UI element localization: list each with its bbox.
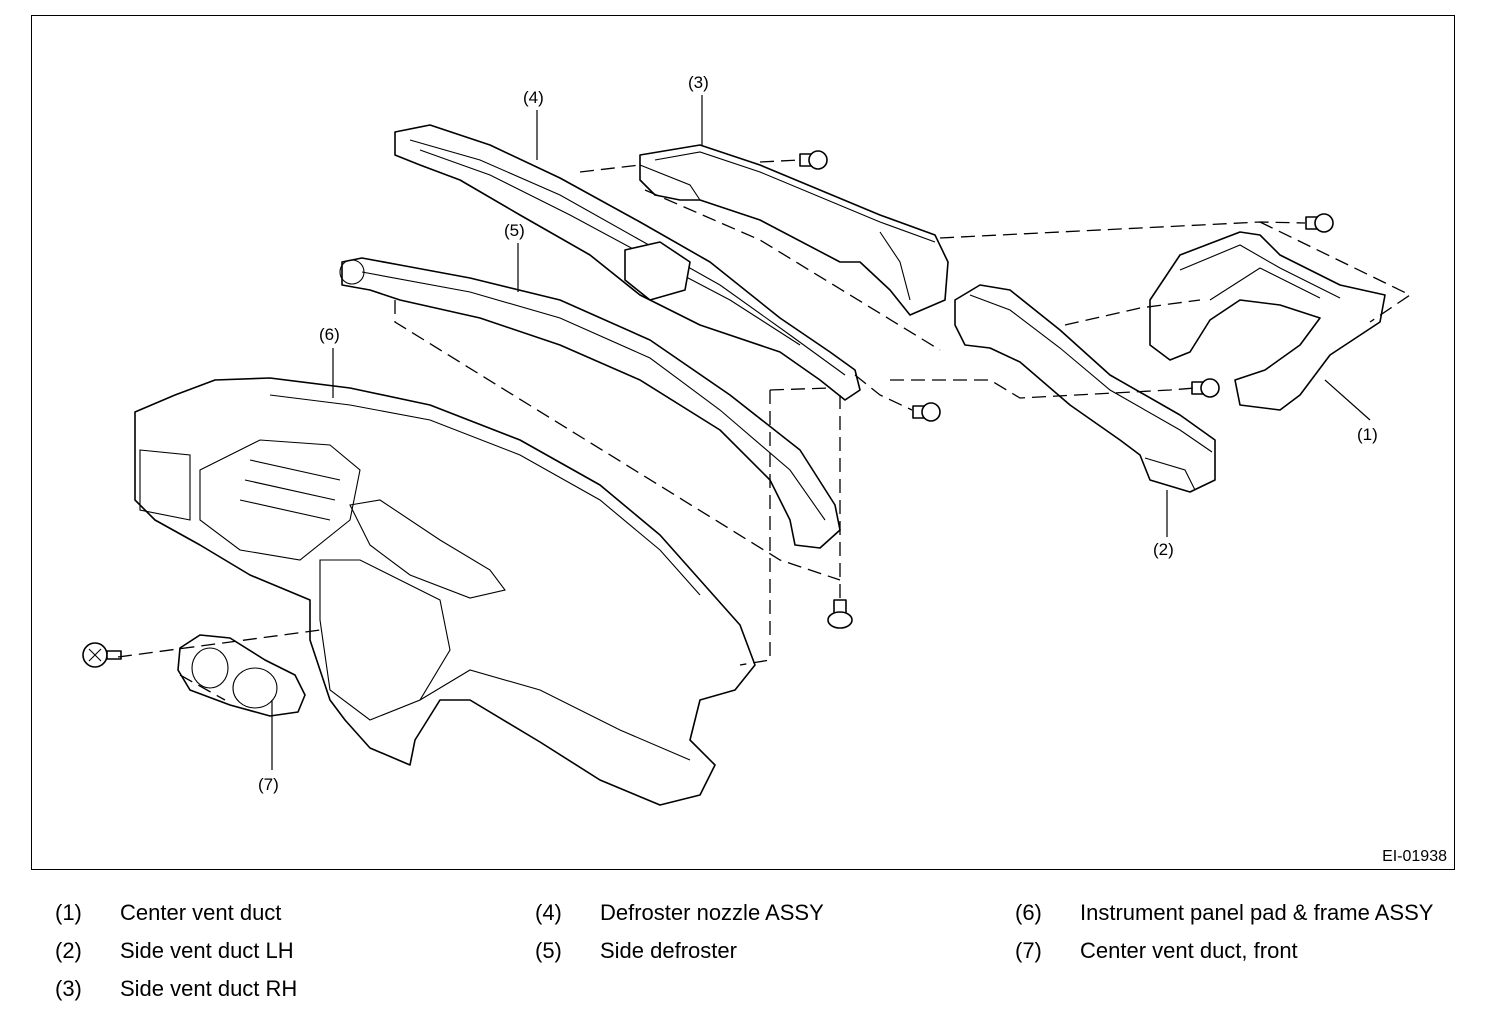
- legend-num: (6): [1015, 900, 1042, 925]
- side-vent-duct-rh: [639, 144, 949, 316]
- side-defroster: [339, 257, 841, 549]
- legend-label: Center vent duct: [120, 900, 282, 925]
- defroster-nozzle-assy: [394, 124, 861, 401]
- legend-num: (4): [535, 900, 562, 925]
- clip-screw: [827, 599, 853, 629]
- instrument-panel-pad-frame: [134, 377, 756, 806]
- legend-label: Defroster nozzle ASSY: [600, 900, 824, 925]
- callout-2: (2): [1153, 540, 1174, 559]
- clip-screw: [1191, 378, 1220, 398]
- assembly-lines: [117, 159, 1412, 701]
- legend-num: (5): [535, 938, 562, 963]
- callout-3: (3): [688, 73, 709, 92]
- callout-5: (5): [504, 221, 525, 240]
- legend-num: (1): [55, 900, 82, 925]
- legend-label: Instrument panel pad & frame ASSY: [1080, 900, 1434, 925]
- clip-screw: [799, 150, 828, 170]
- legend-label: Side defroster: [600, 938, 737, 963]
- center-vent-duct: [1149, 231, 1386, 411]
- legend-num: (7): [1015, 938, 1042, 963]
- center-vent-duct-front: [177, 634, 306, 717]
- clip-screws: [82, 150, 1334, 668]
- legend-label: Side vent duct LH: [120, 938, 294, 963]
- legend-label: Center vent duct, front: [1080, 938, 1298, 963]
- legend-num: (3): [55, 976, 82, 1001]
- clip-screw: [82, 642, 122, 668]
- side-vent-duct-lh: [954, 284, 1216, 493]
- leader-lines: [271, 95, 1371, 770]
- callout-6: (6): [319, 325, 340, 344]
- clip-screw: [912, 402, 941, 422]
- legend-num: (2): [55, 938, 82, 963]
- diagram-frame: [31, 15, 1455, 870]
- callout-1: (1): [1357, 425, 1378, 444]
- figure-id: EI-01938: [1382, 848, 1447, 865]
- callout-4: (4): [523, 88, 544, 107]
- callout-7: (7): [258, 775, 279, 794]
- clip-screw: [1305, 213, 1334, 233]
- legend-label: Side vent duct RH: [120, 976, 298, 1001]
